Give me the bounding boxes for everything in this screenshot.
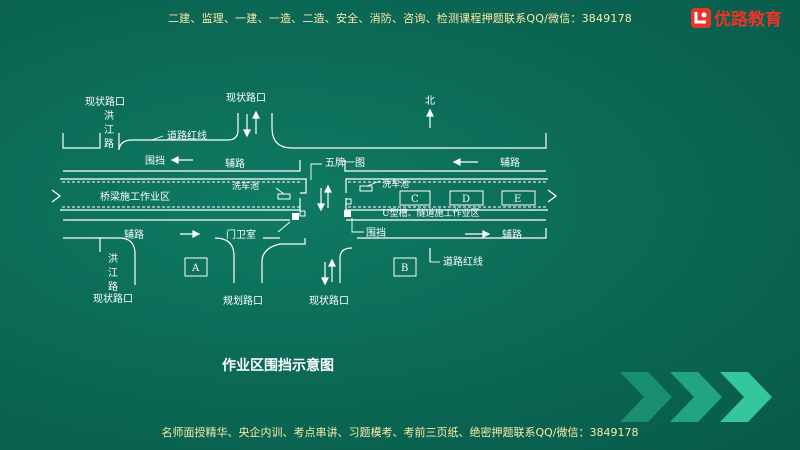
label-u-trough-zone: U型槽、隧道施工作业区: [382, 207, 480, 219]
label-hongjiang-top-1: 洪: [104, 110, 114, 122]
leader-line: [310, 163, 322, 180]
label-auxiliary-top-right: 辅路: [500, 156, 520, 169]
leader-line: [366, 180, 381, 187]
label-current-road-bottom-right: 现状路口: [309, 294, 349, 307]
label-current-road-top-mid: 现状路口: [226, 91, 266, 104]
road-line: [60, 178, 307, 194]
road-line: [344, 160, 546, 172]
wash-pool-right: [359, 185, 373, 192]
road-line: [547, 189, 557, 203]
label-north: 北: [425, 95, 435, 107]
logo-mark-icon: [691, 7, 711, 28]
label-auxiliary-bottom-left: 辅路: [124, 228, 144, 241]
label-hongjiang-bottom-1: 洪: [108, 253, 118, 265]
zone-d-box: [449, 190, 484, 206]
diagram-caption: 作业区围挡示意图: [222, 358, 334, 374]
road-line: [261, 238, 306, 283]
label-hongjiang-bottom-2: 江: [108, 267, 118, 279]
label-wash-pool-right: 洗车池: [382, 178, 409, 190]
label-five-sign-one-map: 五牌一图: [325, 156, 365, 169]
label-hongjiang-top-2: 江: [104, 124, 114, 136]
zone-a-box: [184, 257, 208, 277]
label-hongjiang-top-3: 路: [104, 137, 114, 150]
label-fence-bottom: 围挡: [366, 226, 386, 239]
label-guard-room: 门卫室: [226, 228, 256, 241]
road-line: [118, 113, 239, 151]
label-zone-a: A: [191, 263, 200, 274]
guard-room-box-left: [292, 213, 299, 220]
road-line: [51, 189, 61, 203]
header-ad-text: 二建、监理、一建、一造、二造、安全、消防、咨询、检测课程押题联系QQ/微信：38…: [167, 12, 632, 25]
leader-line: [275, 187, 285, 195]
road-line: [62, 133, 101, 149]
leader-line: [277, 221, 291, 233]
brand-logo: 优路教育: [690, 5, 782, 30]
guard-room-box-right-2: [345, 198, 352, 205]
guard-room-box-left-2: [299, 210, 306, 217]
road-line: [60, 198, 301, 211]
label-auxiliary-top-left: 辅路: [225, 157, 245, 170]
label-zone-c: C: [411, 194, 419, 205]
decorative-chevrons-icon: [620, 372, 772, 422]
label-zone-d: D: [462, 194, 470, 205]
zone-b-box: [393, 257, 417, 277]
road-line: [339, 247, 353, 283]
logo-text: 优路教育: [714, 10, 782, 30]
zone-c-box: [399, 190, 431, 206]
label-planned-road-bottom: 规划路口: [223, 294, 263, 307]
zone-e-box: [501, 190, 536, 206]
road-line: [63, 237, 136, 285]
guard-room-box-right: [344, 210, 351, 217]
label-road-red-line-top: 道路红线: [167, 129, 207, 142]
wash-pool-left: [277, 193, 291, 200]
road-line: [63, 160, 301, 172]
label-zone-e: E: [514, 194, 521, 205]
label-wash-pool-left: 洗车池: [232, 180, 259, 192]
label-auxiliary-bottom-right: 辅路: [502, 228, 522, 241]
leader-line: [351, 218, 364, 233]
road-line: [345, 178, 548, 193]
label-road-red-line-bottom: 道路红线: [443, 255, 483, 268]
label-bridge-zone: 桥梁施工作业区: [100, 190, 170, 203]
road-line: [271, 113, 547, 149]
label-current-road-top-left: 现状路口: [85, 95, 125, 108]
leader-line: [151, 135, 164, 141]
road-line: [357, 228, 547, 239]
footer-ad-text: 名师面授精华、央企内训、考点串讲、习题模考、考前三页纸、绝密押题联系QQ/微信：…: [161, 426, 639, 439]
label-current-road-bottom-left: 现状路口: [93, 292, 133, 305]
label-hongjiang-bottom-3: 路: [108, 280, 118, 293]
road-line: [214, 237, 235, 283]
label-fence-top: 围挡: [145, 154, 165, 167]
label-zone-b: B: [401, 263, 408, 274]
